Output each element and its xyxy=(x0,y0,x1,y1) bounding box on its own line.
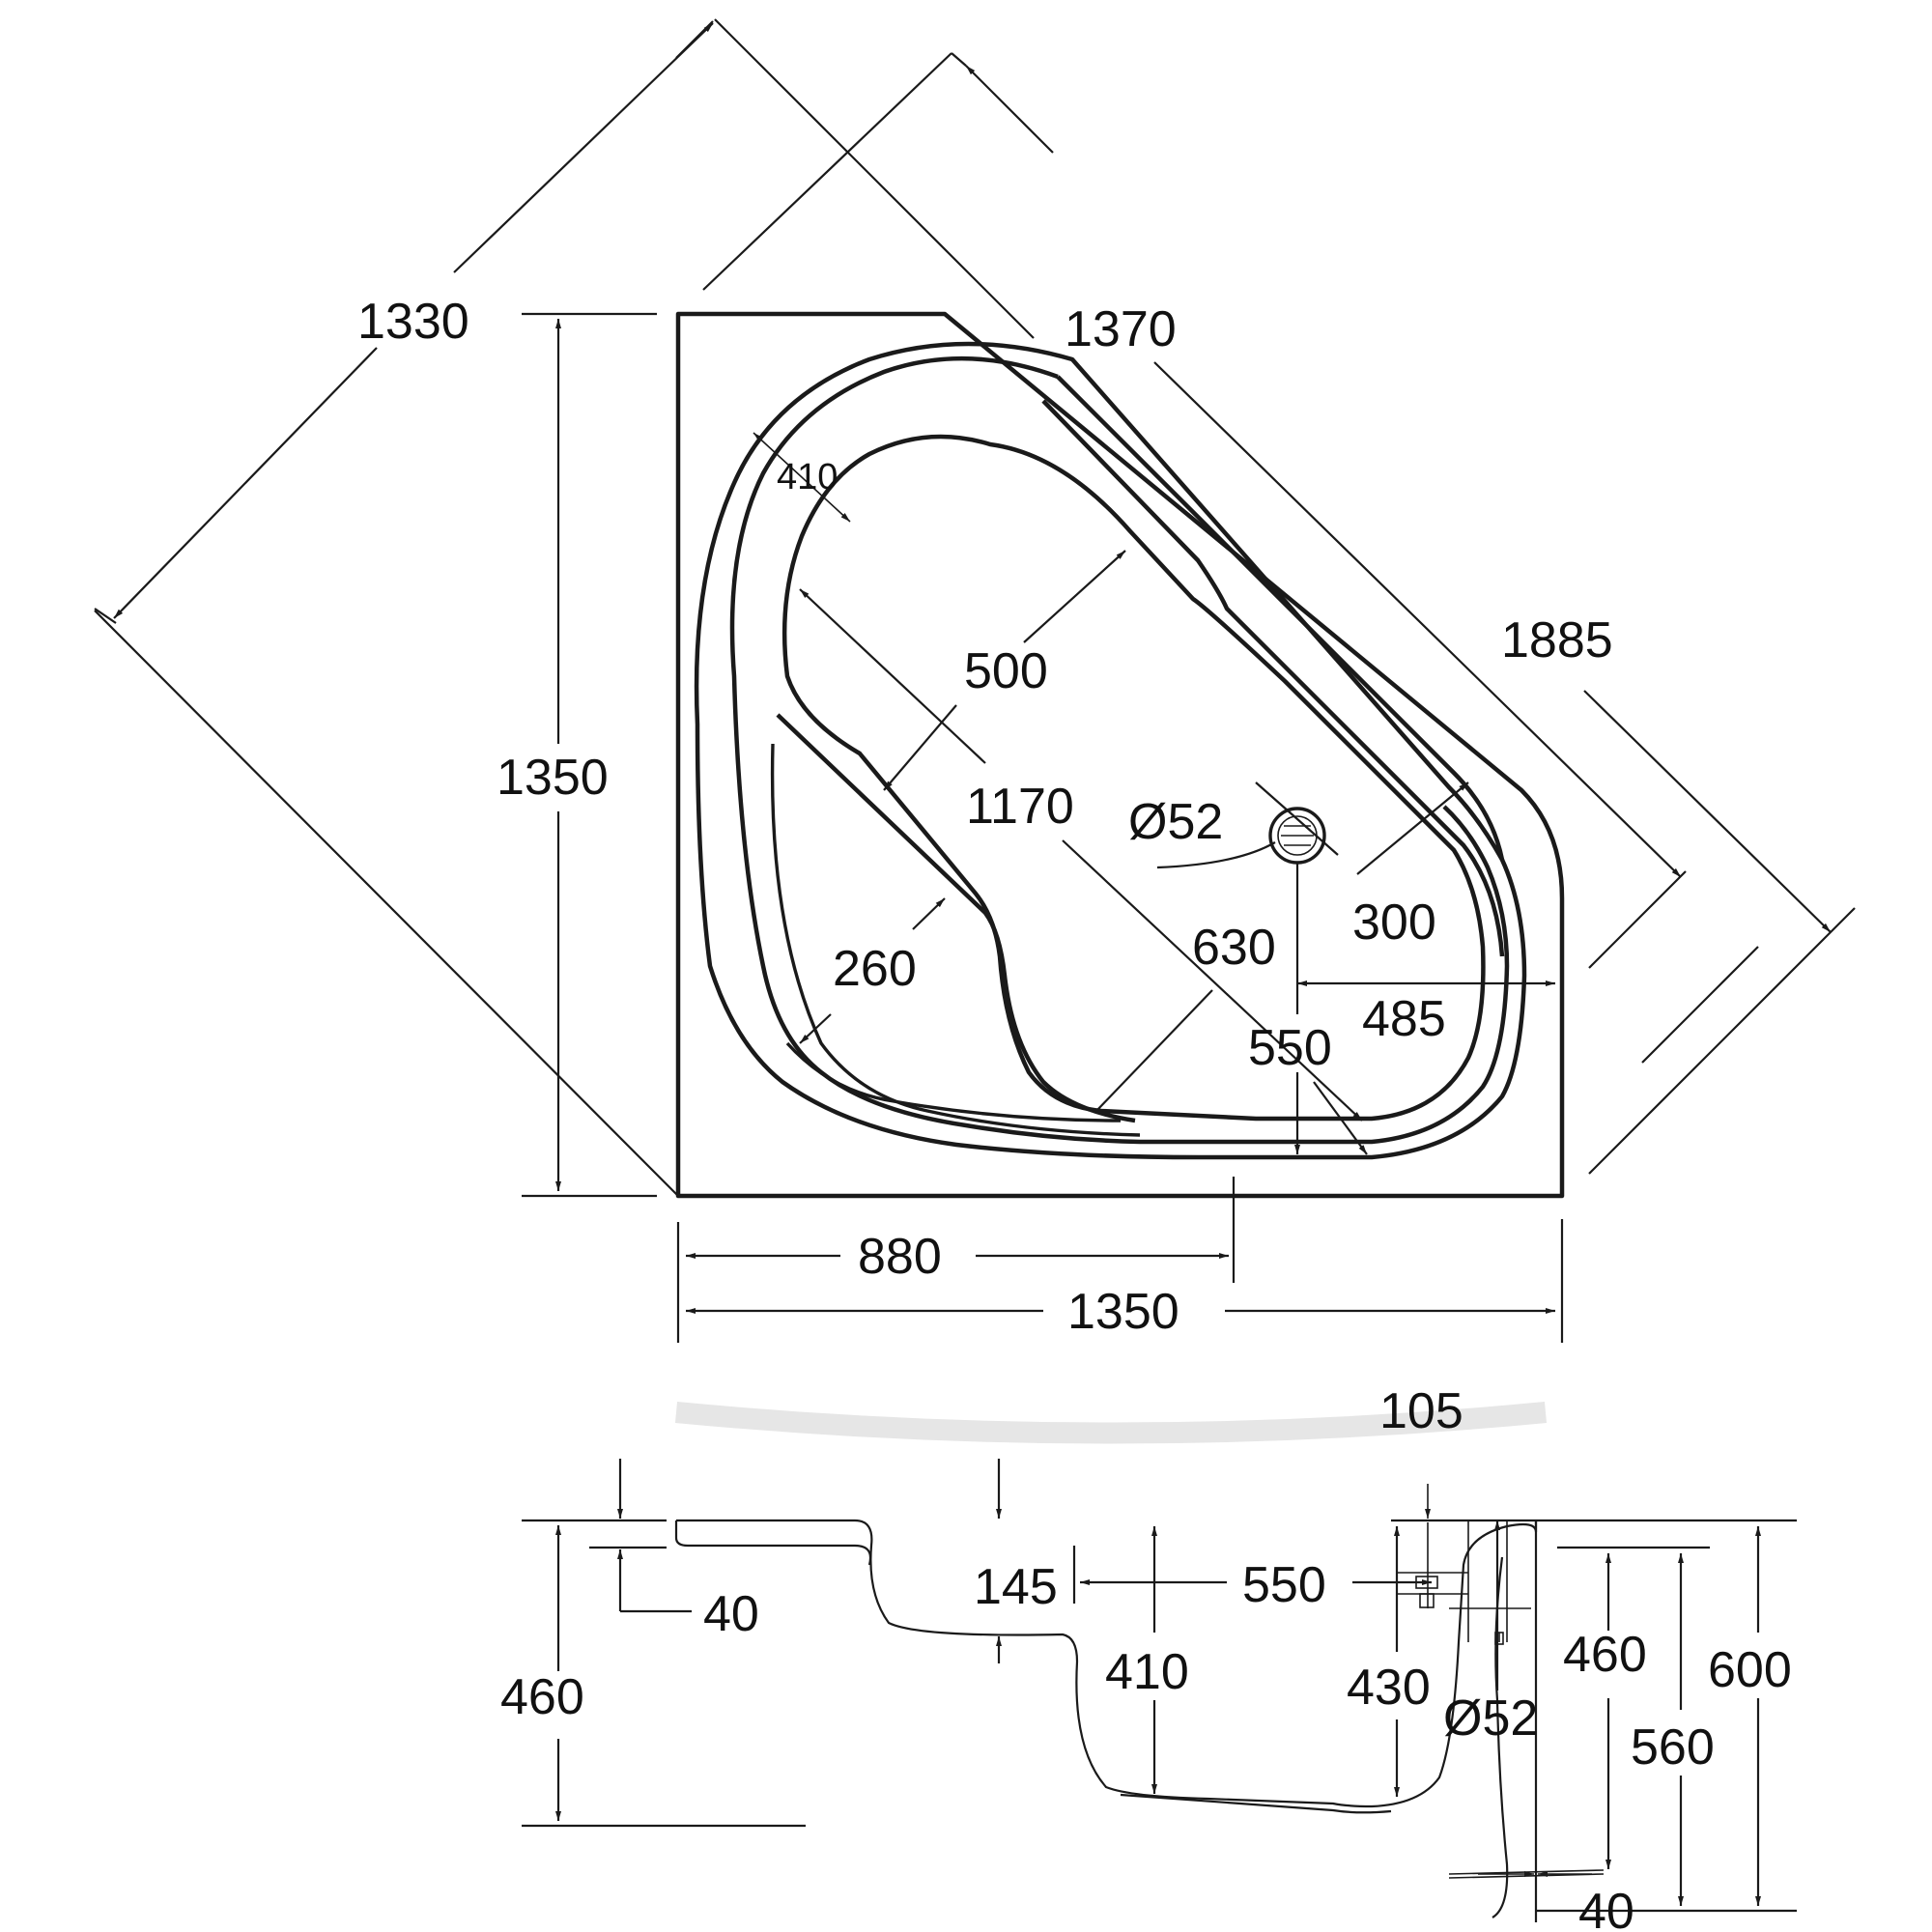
tub-profile xyxy=(676,1519,1538,1808)
dim-630: 630 xyxy=(1192,920,1276,976)
dim-1170: 1170 xyxy=(966,779,1074,835)
dim-105: 105 xyxy=(1379,1383,1463,1439)
dim-500: 500 xyxy=(964,643,1048,699)
dim-880: 880 xyxy=(858,1229,942,1285)
front-rim-line xyxy=(1056,375,1505,861)
dim-560: 560 xyxy=(1631,1719,1715,1776)
dim-430: 430 xyxy=(1347,1660,1431,1716)
dim-300: 300 xyxy=(1352,895,1436,951)
dim-40-bottom: 40 xyxy=(1578,1884,1634,1932)
basin-bowl xyxy=(781,434,1486,1122)
dim-550-plan: 550 xyxy=(1248,1020,1332,1076)
dim-1885: 1885 xyxy=(1501,612,1613,668)
dim-410: 410 xyxy=(777,457,838,497)
dim-1350-left: 1350 xyxy=(497,750,609,806)
plan-view: 1330 1370 1885 1350 410 500 1170 Ø52 xyxy=(94,18,1856,1343)
section-view: 40 460 145 550 410 105 430 xyxy=(500,1383,1797,1932)
dim-600: 600 xyxy=(1708,1642,1792,1698)
seat-ridge-lower xyxy=(770,743,1141,1137)
dim-1330: 1330 xyxy=(357,294,469,350)
dim-1370: 1370 xyxy=(1065,301,1177,357)
dim-460-left: 460 xyxy=(500,1669,584,1725)
front-rim-line-inner xyxy=(1041,399,1505,957)
tub-base-step xyxy=(1120,1793,1392,1814)
dim-1350-bottom: 1350 xyxy=(1067,1284,1179,1340)
seat-ridge-inner xyxy=(785,1041,1122,1122)
dim-260: 260 xyxy=(833,941,917,997)
dim-460-right: 460 xyxy=(1563,1627,1647,1683)
dim-145: 145 xyxy=(974,1559,1058,1615)
tub-rim-profile xyxy=(674,1520,872,1566)
dim-550-section: 550 xyxy=(1242,1557,1326,1613)
dim-485: 485 xyxy=(1362,991,1446,1047)
tub-outer-outline xyxy=(675,311,1565,1199)
dim-d52-section: Ø52 xyxy=(1443,1690,1538,1747)
seat-ridge xyxy=(776,713,1136,1123)
dim-410-section: 410 xyxy=(1105,1644,1189,1700)
rim-top-band xyxy=(674,1402,1548,1444)
dim-d52-plan: Ø52 xyxy=(1128,794,1223,850)
dim-40-left: 40 xyxy=(703,1586,759,1642)
